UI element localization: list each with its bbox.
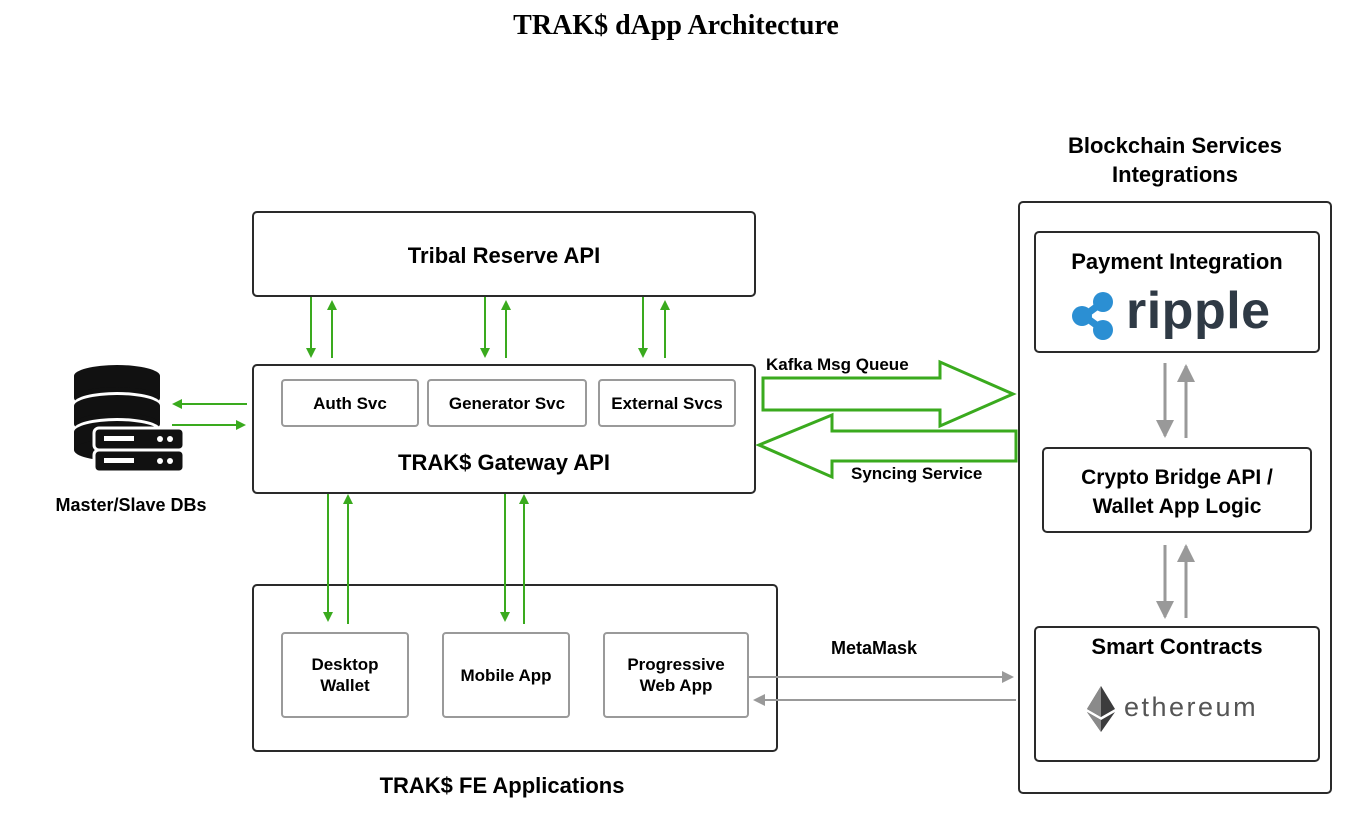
progressive-web-app-box[interactable]: Progressive Web App [603, 632, 749, 718]
generator-svc-label: Generator Svc [448, 393, 566, 413]
ethereum-logo: ethereum [1086, 686, 1276, 732]
crypto-bridge-box[interactable]: Crypto Bridge API / Wallet App Logic [1042, 447, 1312, 533]
tribal-reserve-api-label: Tribal Reserve API [407, 243, 601, 268]
metamask-label: MetaMask [831, 638, 918, 658]
database-icon [70, 362, 186, 478]
crypto-bridge-label: Crypto Bridge API / Wallet App Logic [1081, 466, 1273, 518]
blockchain-heading: Blockchain Services Integrations [1067, 133, 1282, 187]
desktop-wallet-label: Desktop Wallet [311, 655, 379, 695]
generator-svc-box[interactable]: Generator Svc [427, 379, 587, 427]
external-svcs-label: External Svcs [611, 393, 723, 413]
desktop-wallet-box[interactable]: Desktop Wallet [281, 632, 409, 718]
gateway-api-label: TRAK$ Gateway API [398, 450, 610, 475]
page-title: TRAK$ dApp Architecture [513, 10, 839, 41]
tribal-reserve-api-box[interactable]: Tribal Reserve API [252, 211, 756, 297]
frontend-apps-box[interactable]: Desktop Wallet Mobile App Progressive We… [252, 584, 778, 752]
payment-integration-box[interactable]: Payment Integration ripple [1034, 231, 1320, 353]
blockchain-panel: Payment Integration ripple Crypto Bridge… [1018, 201, 1332, 794]
frontend-apps-label: TRAK$ FE Applications [379, 773, 625, 798]
metamask-arrows [749, 671, 1016, 706]
syncing-service-label: Syncing Service [851, 464, 983, 483]
ethereum-wordmark: ethereum [1124, 692, 1259, 722]
gateway-api-box[interactable]: Auth Svc Generator Svc External Svcs TRA… [252, 364, 756, 494]
databases-label: Master/Slave DBs [55, 495, 207, 515]
kafka-queue-label: Kafka Msg Queue [766, 355, 909, 374]
payment-integration-label: Payment Integration [1071, 249, 1283, 274]
progressive-web-app-label: Progressive Web App [627, 655, 725, 695]
ethereum-icon [1087, 686, 1115, 732]
ripple-wordmark: ripple [1126, 282, 1271, 340]
smart-contracts-label: Smart Contracts [1091, 634, 1263, 659]
mobile-app-label: Mobile App [460, 665, 552, 685]
auth-svc-box[interactable]: Auth Svc [281, 379, 419, 427]
tribal-gateway-arrows [306, 297, 670, 358]
auth-svc-label: Auth Svc [313, 393, 387, 413]
ripple-logo: ripple [1070, 282, 1290, 345]
smart-contracts-box[interactable]: Smart Contracts ethereum [1034, 626, 1320, 762]
ripple-icon [1072, 292, 1113, 340]
external-svcs-box[interactable]: External Svcs [598, 379, 736, 427]
mobile-app-box[interactable]: Mobile App [442, 632, 570, 718]
